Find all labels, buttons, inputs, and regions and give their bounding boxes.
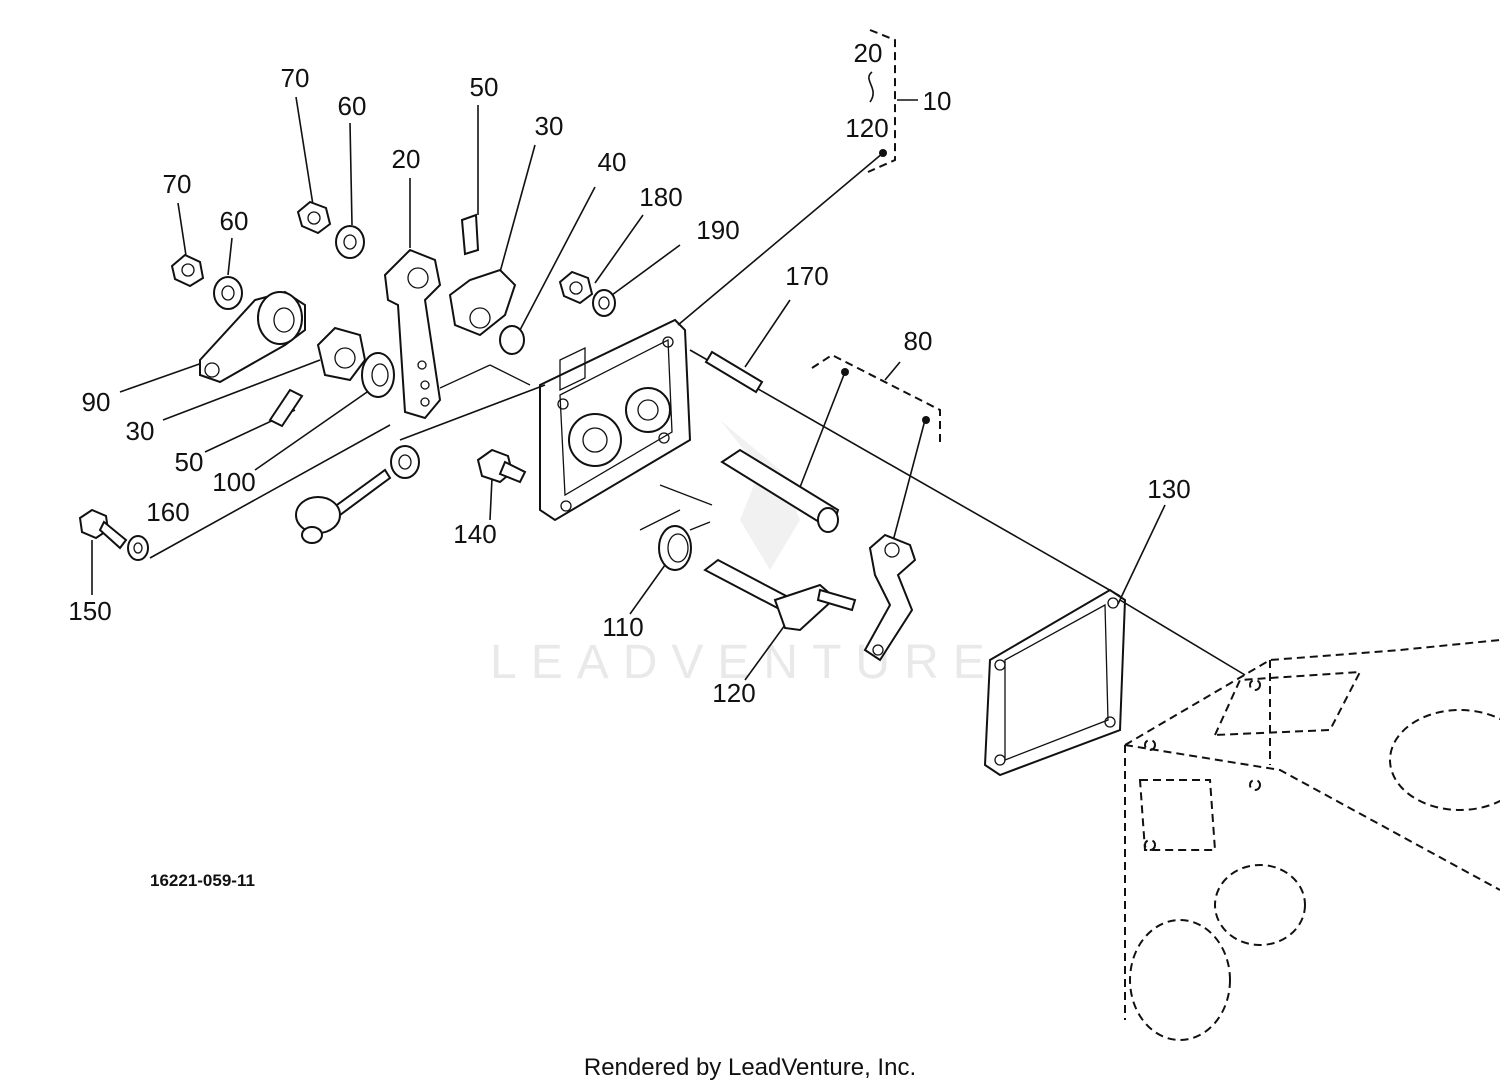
watermark: LEADVENTURE: [490, 420, 999, 689]
callout-160: 160: [146, 497, 189, 527]
callout-30-lower: 30: [126, 416, 155, 446]
callout-150: 150: [68, 596, 111, 626]
callout-140: 140: [453, 519, 496, 549]
footer-credit: Rendered by LeadVenture, Inc.: [584, 1054, 916, 1081]
callout-180: 180: [639, 182, 682, 212]
callout-120: 120: [712, 678, 755, 708]
group-callout-bottom: 120: [845, 113, 888, 143]
drawing-code: 16221-059-11: [150, 871, 255, 890]
callout-190: 190: [696, 215, 739, 245]
callout-50-lower: 50: [175, 447, 204, 477]
callout-labels: 70 60 50 30 20 40 180 190 170 70 60 90 3…: [68, 38, 1190, 708]
parts-right: [658, 448, 917, 662]
callout-170: 170: [785, 261, 828, 291]
callout-80: 80: [904, 326, 933, 356]
callout-50-upper: 50: [470, 72, 499, 102]
cover-plate: [539, 318, 692, 522]
watermark-text: LEADVENTURE: [490, 636, 999, 689]
callout-100: 100: [212, 467, 255, 497]
callout-40: 40: [598, 147, 627, 177]
callout-60-upper: 60: [338, 91, 367, 121]
leader-lines: [91, 96, 1246, 681]
parts-left: [78, 200, 764, 561]
callout-60-lower: 60: [220, 206, 249, 236]
gasket-130: [983, 588, 1127, 777]
callout-70-lower: 70: [163, 169, 192, 199]
callout-110: 110: [602, 612, 643, 642]
group-callout-top: 20: [854, 38, 883, 68]
group-callout-id: 10: [923, 86, 952, 116]
callout-20: 20: [392, 144, 421, 174]
callout-70-upper: 70: [281, 63, 310, 93]
callout-130: 130: [1147, 474, 1190, 504]
group-bracket-80: [811, 353, 941, 445]
callout-30-upper: 30: [535, 111, 564, 141]
group-bracket-10: [867, 29, 918, 173]
callout-90: 90: [82, 387, 111, 417]
engine-block: [1124, 639, 1500, 1041]
